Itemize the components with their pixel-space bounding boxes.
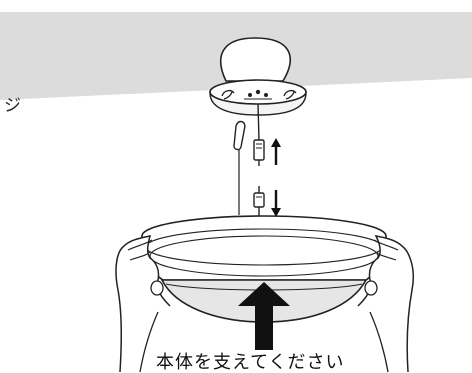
ceiling-wire <box>258 104 259 140</box>
instruction-caption: 本体を支えてください <box>156 354 386 372</box>
lower-connector <box>254 186 264 216</box>
cropped-edge-text: ジ <box>4 98 21 115</box>
arrow-up-icon <box>271 138 281 165</box>
upper-connector <box>254 140 264 166</box>
arrow-down-icon <box>271 190 281 217</box>
safety-wire <box>234 122 245 216</box>
ceiling-canopy <box>221 38 290 81</box>
